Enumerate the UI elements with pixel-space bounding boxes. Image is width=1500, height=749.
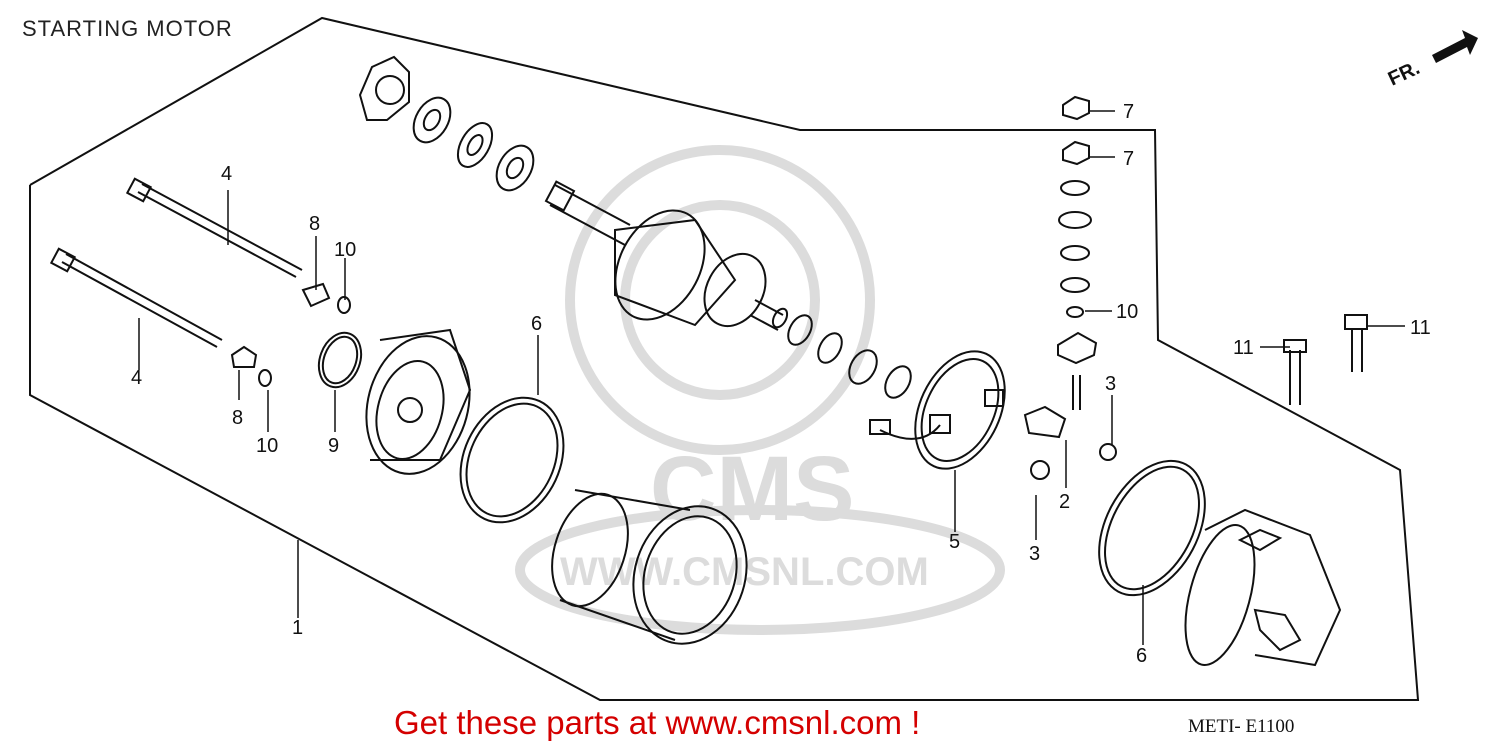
motor-yoke [551,489,748,645]
parts-linework [49,55,1368,667]
rear-cover [1184,508,1342,667]
part-label-6a: 6 [531,313,542,335]
part-label-1: 1 [292,617,303,639]
part-label-2: 2 [1059,491,1070,513]
part-label-10a: 10 [334,239,356,261]
front-cover [365,328,472,475]
part-label-4b: 4 [131,367,142,389]
washer [495,144,535,192]
front-arrow-icon: FR. [1385,30,1478,91]
assembly-outline [29,16,1420,701]
washer [456,122,494,168]
part-label-7a: 7 [1123,101,1134,123]
part-label-11a: 11 [1233,337,1254,359]
long-bolt [61,253,223,348]
gasket [1098,459,1206,597]
part-label-7b: 7 [1123,148,1134,170]
terminal-stack [1023,95,1117,480]
brush-holder [869,350,1006,470]
part-label-3a: 3 [1105,373,1116,395]
part-labels: 1 2 3 3 4 4 5 6 6 7 7 8 8 9 10 10 10 11 … [131,101,1431,667]
part-label-10b: 10 [256,435,278,457]
part-label-11b: 11 [1410,317,1431,339]
gasket [459,396,565,524]
watermark-brand: CMS [650,438,854,540]
front-arrow-label: FR. [1385,57,1423,91]
diagram-title: STARTING MOTOR [22,16,233,41]
armature [544,180,789,331]
cta-link[interactable]: Get these parts at www.cmsnl.com ! [394,704,921,741]
part-label-8a: 8 [309,213,320,235]
long-bolt [137,183,303,278]
watermark: CMS WWW.CMSNL.COM [515,145,1005,635]
part-label-4a: 4 [221,163,232,185]
diagram-code: METI- E1100 [1188,716,1295,737]
part-label-8b: 8 [232,407,243,429]
lock-washer [358,55,410,121]
part-label-10c: 10 [1116,301,1138,323]
part-label-6b: 6 [1136,645,1147,667]
leader-lines [138,110,1405,645]
part-label-9: 9 [328,435,339,457]
o-ring [317,331,363,389]
part-label-5: 5 [949,531,960,553]
washer [412,96,452,144]
part-label-3b: 3 [1029,543,1040,565]
